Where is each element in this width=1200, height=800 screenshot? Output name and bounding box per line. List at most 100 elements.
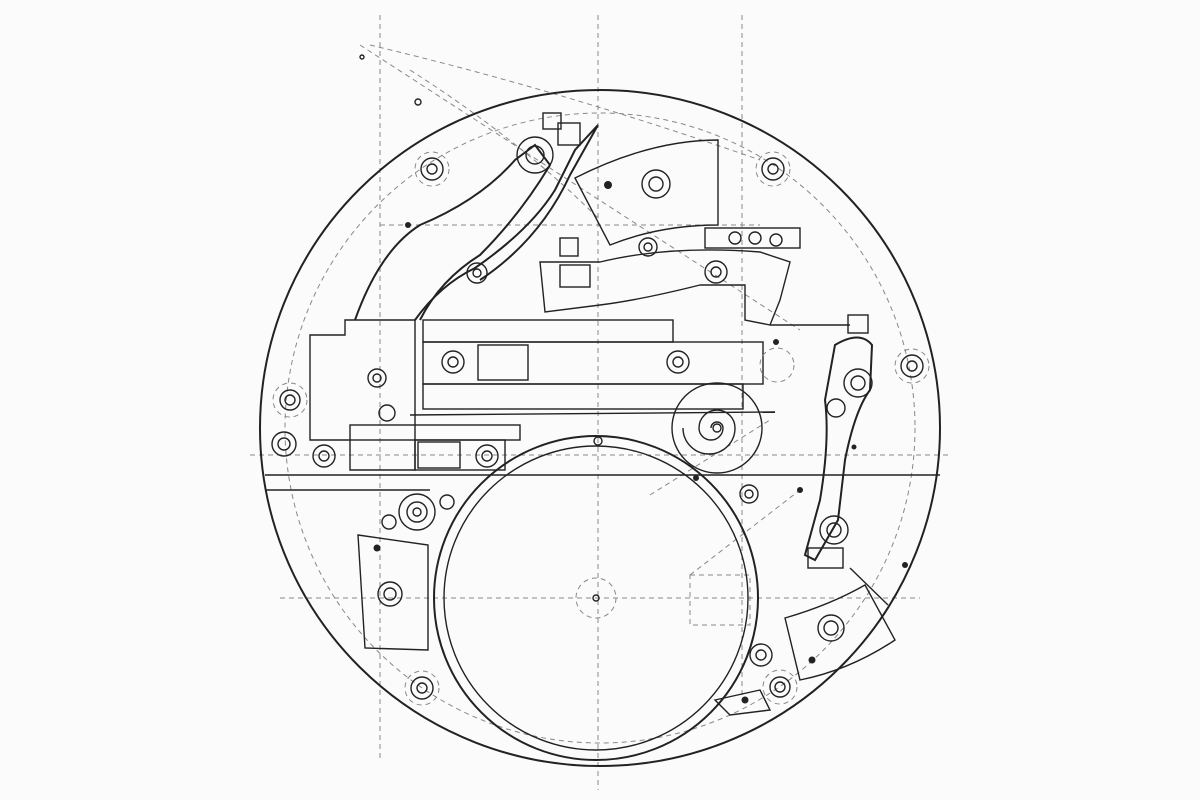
drawing-line (643, 242, 653, 252)
barrel-wheel (433, 435, 759, 761)
drawing-line (843, 368, 873, 398)
drawing-line (557, 122, 581, 146)
drawing-line (406, 501, 428, 523)
drawing-line (769, 233, 783, 247)
drawing-line (422, 383, 744, 410)
screw-icon (439, 494, 455, 510)
drawing-line (761, 157, 785, 181)
screw-icon (367, 368, 387, 388)
drawing-line (773, 339, 779, 345)
drawing-line (641, 169, 671, 199)
sector-plate (539, 139, 801, 326)
drawing-line (767, 163, 779, 175)
drawing-line (682, 409, 736, 455)
drawing-line (797, 487, 803, 493)
drawing-line (542, 112, 562, 130)
screws (271, 54, 930, 706)
drawing-line (414, 439, 506, 471)
drawing-line (481, 450, 493, 462)
screw-icon (398, 493, 436, 531)
drawing-line (404, 670, 440, 706)
drawing-line (372, 373, 382, 383)
drawing-line (559, 237, 579, 257)
drawing-line (851, 444, 857, 450)
drawing-line (439, 494, 455, 510)
drawing-line (807, 547, 844, 569)
drawing-line (412, 507, 422, 517)
drawing-line (649, 419, 771, 496)
drawing-line (409, 411, 776, 416)
construction-lines (250, 15, 950, 790)
drawing-line (466, 262, 488, 284)
drawing-line (433, 435, 759, 761)
drawing-line (383, 587, 397, 601)
screw-icon (761, 157, 785, 181)
drawing-line (826, 522, 842, 538)
drawing-line (593, 436, 603, 446)
drawing-line (443, 445, 749, 751)
drawing-line (906, 360, 918, 372)
drawing-line (357, 534, 429, 651)
screw-icon (378, 404, 396, 422)
drawing-line (689, 574, 751, 626)
drawing-line (710, 266, 722, 278)
screw-icon (410, 676, 434, 700)
drawing-line (575, 577, 617, 619)
main-plate-outline (259, 89, 941, 767)
drawing-line (279, 389, 301, 411)
drawing-line (728, 231, 742, 245)
screw-icon (666, 350, 690, 374)
drawing-line (672, 356, 684, 368)
drawing-line (525, 145, 545, 165)
drawing-line (739, 484, 759, 504)
drawing-line (410, 676, 434, 700)
screw-icon (279, 389, 301, 411)
drawing-line (749, 643, 773, 667)
lower-plates (357, 534, 896, 716)
drawing-line (850, 375, 866, 391)
screw-icon (441, 350, 465, 374)
drawing-line (516, 136, 554, 174)
drawing-line (420, 157, 444, 181)
drawing-line (405, 222, 411, 228)
drawing-line (704, 227, 801, 249)
drawing-line (309, 319, 416, 471)
drawing-line (447, 356, 459, 368)
drawing-line (559, 264, 591, 288)
drawing-line (539, 249, 791, 326)
screw-icon (312, 444, 336, 468)
screw-icon (900, 354, 924, 378)
drawing-line (847, 314, 869, 334)
drawing-line (441, 350, 465, 374)
drawing-line (769, 676, 791, 698)
drawing-line (713, 689, 772, 716)
right-lever (770, 314, 889, 606)
drawing-line (381, 514, 397, 530)
screw-icon (769, 676, 791, 698)
drawing-line (748, 231, 762, 245)
drawing-line (762, 669, 798, 705)
screw-icon (381, 514, 397, 530)
drawing-line (849, 567, 889, 606)
main-bridge (265, 319, 940, 491)
drawing-line (359, 54, 365, 60)
drawing-line (774, 681, 786, 693)
drawing-line (741, 696, 749, 704)
drawing-line (900, 354, 924, 378)
drawing-line (755, 151, 791, 187)
jewel-block (417, 441, 461, 469)
drawing-line (472, 268, 482, 278)
drawing-line (312, 444, 336, 468)
jewel-block (477, 344, 529, 381)
drawing-line (426, 163, 438, 175)
screw-icon (475, 444, 499, 468)
drawing-line (414, 98, 422, 106)
screw-icon (739, 484, 759, 504)
drawing-line (894, 348, 930, 384)
screw-icon (271, 431, 297, 457)
drawing-line (271, 431, 297, 457)
drawing-line (808, 656, 816, 664)
drawing-line (414, 151, 450, 187)
drawing-line (277, 437, 291, 451)
drawing-line (367, 368, 387, 388)
